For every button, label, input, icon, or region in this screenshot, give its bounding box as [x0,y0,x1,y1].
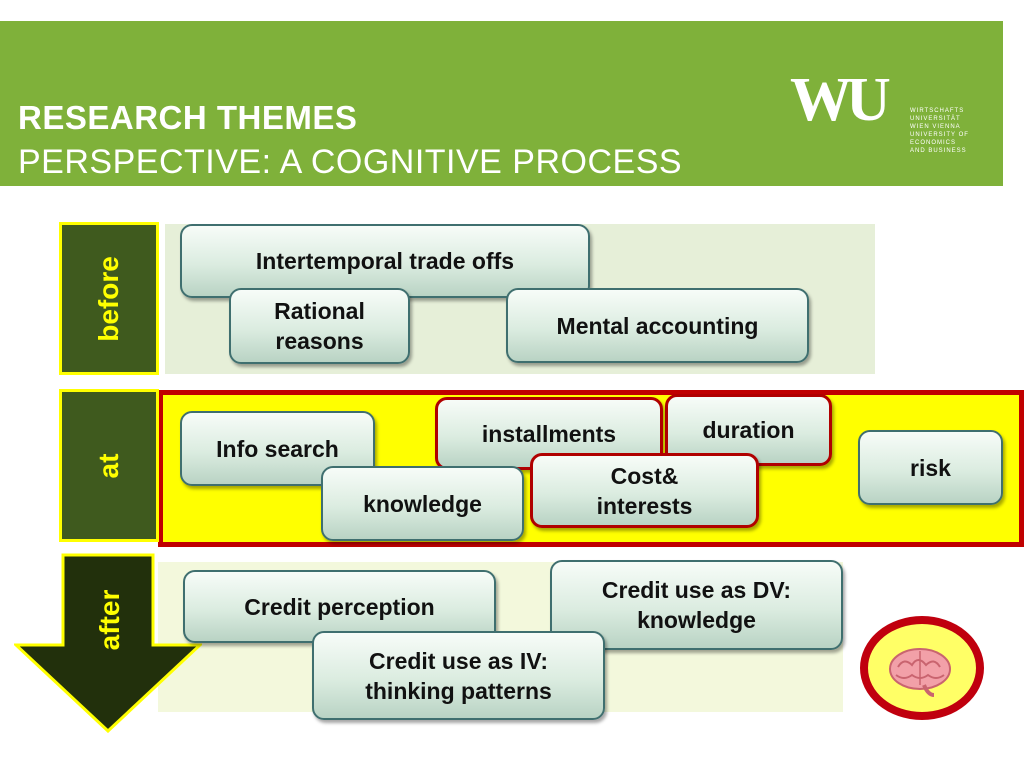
title-banner: RESEARCH THEMES PERSPECTIVE: A COGNITIVE… [0,21,1003,186]
theme-intertemporal-trade-offs: Intertemporal trade offs [180,224,590,298]
stage-at: at [59,389,159,542]
theme-rational-reasons: Rational reasons [229,288,410,364]
theme-credit-use-dv: Credit use as DV: knowledge [550,560,843,650]
slide-subtitle: PERSPECTIVE: A COGNITIVE PROCESS [18,143,683,181]
logo-wordmark: WIRTSCHAFTS UNIVERSITÄT WIEN VIENNA UNIV… [910,108,969,154]
stage-at-label: at [93,453,124,478]
theme-credit-perception: Credit perception [183,570,496,643]
stage-after-label: after [94,589,125,651]
theme-info-search: Info search [180,411,375,486]
brain-icon [889,648,951,697]
theme-knowledge: knowledge [321,466,524,541]
theme-risk: risk [858,430,1003,505]
slide-title: RESEARCH THEMES [18,99,358,136]
stage-before: before [59,222,159,375]
theme-mental-accounting: Mental accounting [506,288,809,363]
stage-before-label: before [93,255,124,342]
theme-cost-interests: Cost& interests [530,453,759,528]
down-arrow-icon [14,553,202,733]
wu-logo: WU WIRTSCHAFTS UNIVERSITÄT WIEN VIENNA U… [790,69,980,169]
theme-credit-use-iv: Credit use as IV: thinking patterns [312,631,605,720]
logo-mark: WU [790,66,891,134]
